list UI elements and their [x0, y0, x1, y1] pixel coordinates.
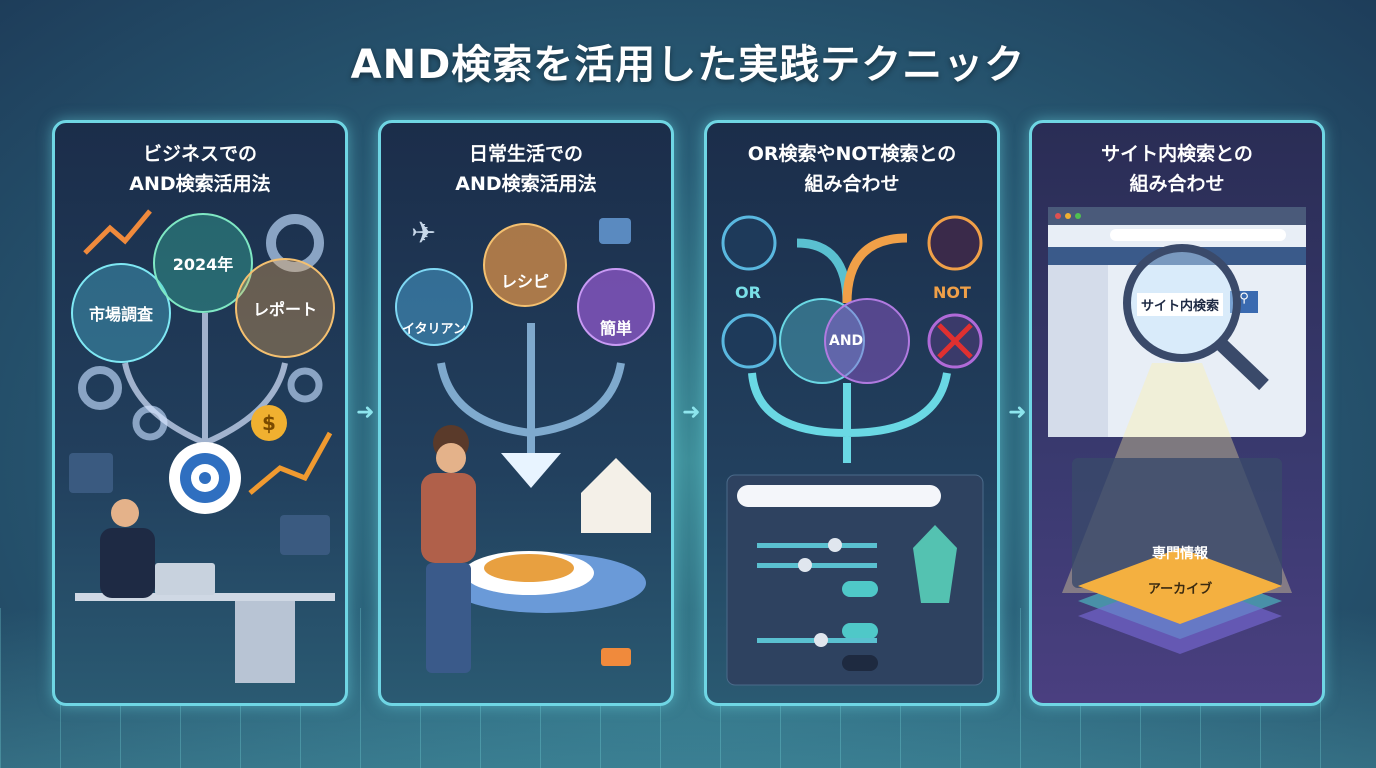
search-bar [737, 485, 941, 507]
archive-label: アーカイブ [1147, 582, 1213, 597]
svg-text:$: $ [262, 411, 276, 435]
keyword-bubble: 簡単 [577, 268, 655, 346]
or-label: OR [735, 283, 761, 302]
keyword-bubble: レポート [235, 258, 335, 358]
list-icon [721, 215, 777, 271]
arrow-right-icon: ➜ [1008, 400, 1027, 425]
or-not-illustration [721, 215, 984, 686]
business-illustration: $ [69, 209, 335, 683]
panel-title: OR検索やNOT検索との組み合わせ [747, 143, 957, 195]
page-title: AND検索を活用した実践テクニック [350, 42, 1026, 88]
panel-or-not: OR検索やNOT検索との組み合わせ OR NOT AND [704, 120, 1000, 706]
gear-icon [287, 367, 323, 403]
site-search-illustration [1048, 207, 1306, 654]
cloud-icon [721, 313, 777, 369]
gear-icon [78, 366, 122, 410]
arrow-right-icon: ➜ [682, 400, 701, 425]
arrow-right-icon: ➜ [356, 400, 375, 425]
daily-life-illustration: ✈ [411, 216, 651, 673]
keyword-bubble: 市場調査 [71, 263, 171, 363]
flow-icon [927, 215, 983, 271]
house-icon [581, 458, 651, 533]
chart-up-icon [83, 209, 152, 255]
and-label: AND [829, 333, 864, 349]
crystal-icon [913, 525, 957, 603]
panel-site-search: サイト内検索との組み合わせ サイト内検索 ⚲ 専門情報 アーカイブ [1029, 120, 1325, 706]
panel-title: サイト内検索との組み合わせ [1101, 143, 1253, 195]
not-label: NOT [933, 283, 971, 302]
specialized-info-label: 専門情報 [1152, 546, 1208, 562]
dollar-icon [251, 405, 287, 441]
search-icon: ⚲ [1239, 291, 1249, 306]
suitcase-icon [599, 218, 631, 244]
keyword-bubble: イタリアン [395, 268, 473, 346]
plane-icon: ✈ [411, 216, 436, 251]
archive-layer [1078, 548, 1282, 624]
keyword-bubble: レシピ [483, 223, 567, 307]
site-search-input: サイト内検索 [1137, 293, 1224, 316]
